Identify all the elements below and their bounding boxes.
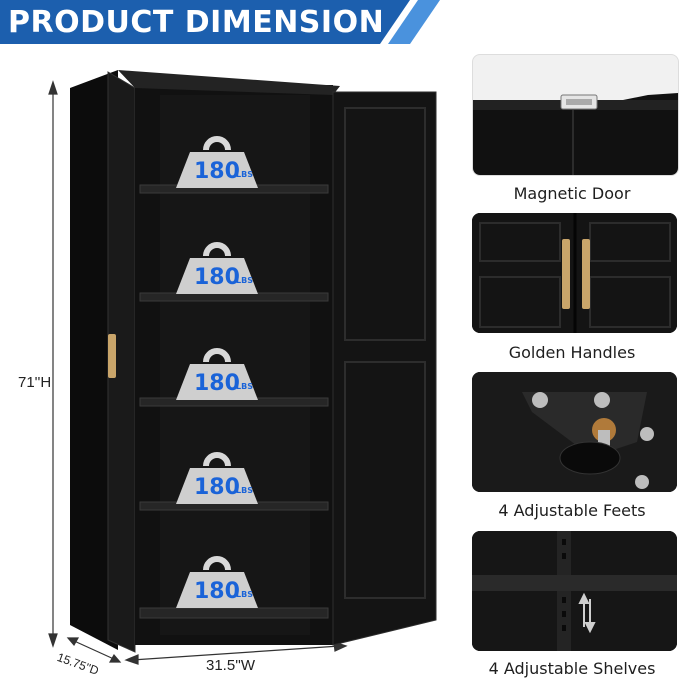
weight-icon-5: 180 LBS — [174, 552, 260, 610]
width-dimension-line — [124, 641, 348, 665]
weight-value: 180 — [194, 579, 240, 604]
weight-icon-1: 180 LBS — [174, 132, 260, 190]
weight-value: 180 — [194, 159, 240, 184]
height-dimension-line — [48, 80, 58, 648]
weight-unit: LBS — [236, 382, 253, 391]
weight-value: 180 — [194, 475, 240, 500]
title-banner: PRODUCT DIMENSION — [0, 0, 440, 44]
weight-unit: LBS — [236, 170, 253, 179]
width-label: 31.5''W — [206, 657, 256, 674]
golden-handles-image — [472, 213, 677, 333]
weight-unit: LBS — [236, 590, 253, 599]
depth-dimension-line — [66, 637, 122, 663]
height-label: 71''H — [18, 374, 52, 391]
feature-caption-adjustable-shelves: 4 Adjustable Shelves — [488, 659, 656, 678]
magnetic-door-image — [472, 54, 679, 176]
weight-value: 180 — [194, 265, 240, 290]
weight-icon-3: 180 LBS — [174, 344, 260, 402]
cabinet-illustration — [48, 70, 437, 665]
weight-icon-2: 180 LBS — [174, 238, 260, 296]
weight-unit: LBS — [236, 486, 253, 495]
weight-value: 180 — [194, 371, 240, 396]
page-title: PRODUCT DIMENSION — [8, 5, 385, 40]
weight-icon-4: 180 LBS — [174, 448, 260, 506]
feature-caption-golden-handles: Golden Handles — [508, 343, 636, 362]
feature-caption-magnetic-door: Magnetic Door — [513, 184, 631, 203]
adjustable-shelves-image — [472, 531, 677, 651]
adjustable-feet-image — [472, 372, 677, 492]
banner-shape — [0, 0, 440, 44]
weight-unit: LBS — [236, 276, 253, 285]
feature-caption-adjustable-feet: 4 Adjustable Feets — [498, 501, 646, 520]
left-door-handle — [108, 334, 116, 378]
